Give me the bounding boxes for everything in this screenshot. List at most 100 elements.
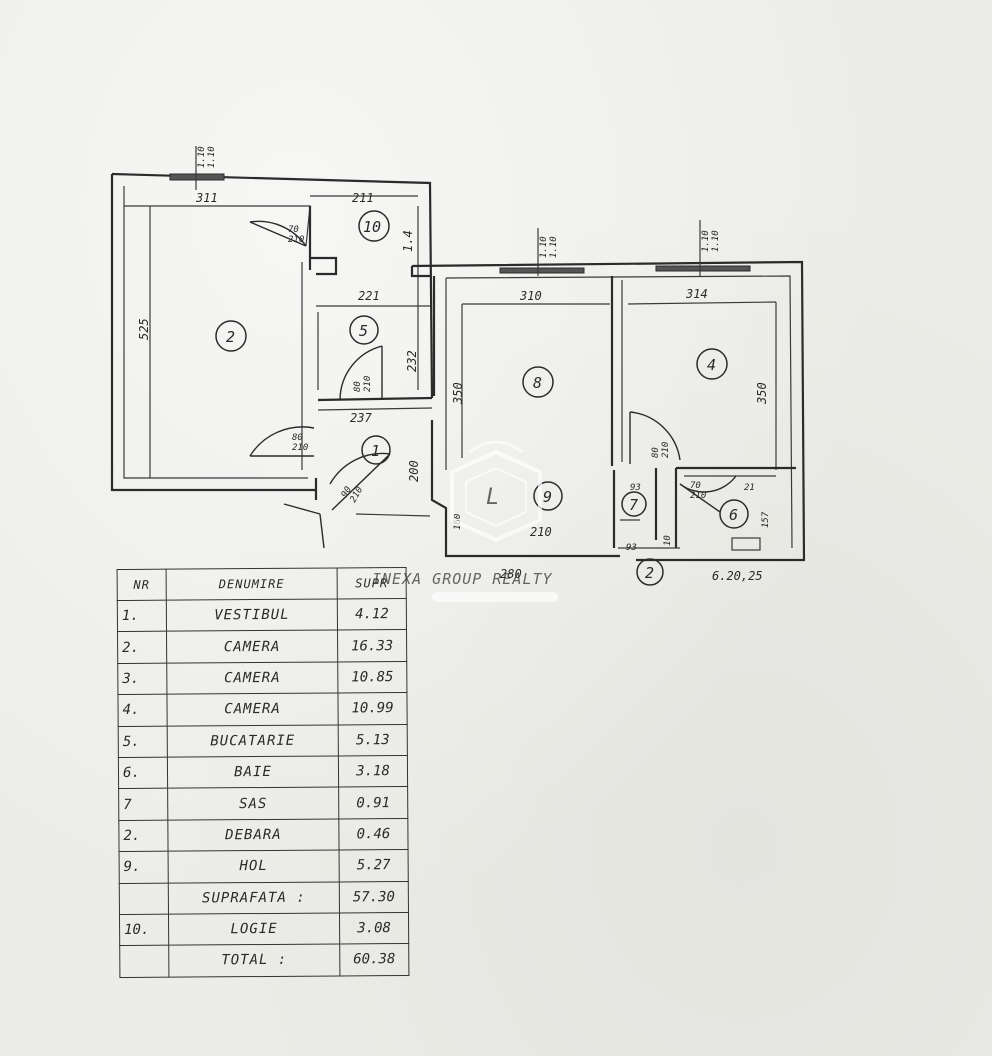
room-marker-9 <box>533 481 563 511</box>
window-ticks <box>195 146 701 276</box>
room-marker-5 <box>349 315 379 345</box>
svg-text:6: 6 <box>729 506 738 524</box>
svg-text:200: 200 <box>407 460 421 482</box>
window-right <box>655 265 751 272</box>
room-name: HOL <box>168 850 340 883</box>
row-number: 4. <box>117 694 168 727</box>
window-middle <box>499 267 585 274</box>
svg-text:9: 9 <box>543 488 552 506</box>
svg-text:21: 21 <box>744 483 755 493</box>
svg-text:4: 4 <box>707 356 716 374</box>
table-row-subtotal: SUPRAFATA : 57.30 <box>119 881 409 915</box>
room-name: CAMERA <box>166 661 338 695</box>
svg-text:8: 8 <box>533 374 542 392</box>
table-row: 6. BAIE 3.18 <box>118 755 408 789</box>
svg-text:237: 237 <box>350 411 372 425</box>
svg-text:311: 311 <box>195 191 218 205</box>
total-area: 60.38 <box>339 943 409 976</box>
column-header-area: SUPR <box>337 567 407 599</box>
subtotal-label: SUPRAFATA : <box>168 881 340 915</box>
svg-text:6.20,25: 6.20,25 <box>712 569 763 583</box>
room-marker-8 <box>522 366 554 398</box>
room-name: CAMERA <box>166 630 338 663</box>
right-part-walls <box>410 260 806 562</box>
svg-text:280: 280 <box>500 567 522 581</box>
table-row: 3. CAMERA 10.85 <box>117 661 407 695</box>
row-number: 3. <box>117 662 167 695</box>
room-area: 10.85 <box>337 661 407 694</box>
row-number: 9. <box>119 851 169 884</box>
svg-text:80210: 80210 <box>353 376 373 392</box>
room-area: 0.46 <box>338 818 409 851</box>
room-area: 16.33 <box>337 629 407 662</box>
row-number: 7 <box>118 788 168 821</box>
svg-text:93: 93 <box>626 543 637 553</box>
svg-text:5: 5 <box>359 322 368 340</box>
room-name: BUCATARIE <box>167 724 339 758</box>
table-row: 4. CAMERA 10.99 <box>117 692 408 727</box>
svg-text:210: 210 <box>530 525 552 539</box>
svg-text:1.101.10: 1.101.10 <box>197 146 217 168</box>
svg-text:350: 350 <box>451 382 465 405</box>
svg-text:232: 232 <box>405 350 419 372</box>
svg-text:80210: 80210 <box>651 442 671 458</box>
svg-text:INEXA GROUP REALTY: INEXA GROUP REALTY <box>372 570 553 588</box>
svg-text:1.101.10: 1.101.10 <box>539 236 559 258</box>
room-area: 0.91 <box>338 786 408 819</box>
room-marker-6 <box>719 499 749 529</box>
svg-text:221: 221 <box>358 289 380 303</box>
entry-walls <box>283 420 620 558</box>
table-row: 2. CAMERA 16.33 <box>117 629 407 664</box>
svg-text:7: 7 <box>629 496 638 514</box>
room-marker-2-debara <box>636 558 664 586</box>
room-marker-7 <box>621 491 647 517</box>
room-area: 3.18 <box>338 755 408 788</box>
agency-watermark-logo: L INEXA GROUP REALTY <box>372 440 558 602</box>
svg-text:2: 2 <box>645 564 654 582</box>
svg-text:157: 157 <box>761 511 771 528</box>
svg-text:2: 2 <box>226 328 235 346</box>
room-marker-2 <box>215 320 247 352</box>
room-area: 10.99 <box>337 692 408 725</box>
svg-text:10: 10 <box>363 218 381 236</box>
svg-text:525: 525 <box>137 318 151 340</box>
room-area: 5.27 <box>339 849 409 882</box>
row-number: 1. <box>117 600 167 632</box>
row-number: 5. <box>118 725 168 758</box>
window-left <box>169 173 225 181</box>
svg-text:90210: 90210 <box>340 480 365 504</box>
subtotal-area: 57.30 <box>339 881 409 913</box>
room-marker-10 <box>358 210 390 242</box>
svg-text:1.4: 1.4 <box>401 230 415 252</box>
svg-text:1.101.10: 1.101.10 <box>701 230 721 252</box>
room-name: SAS <box>167 787 339 820</box>
room-name: CAMERA <box>166 693 339 726</box>
svg-text:350: 350 <box>755 382 769 405</box>
row-number: 2. <box>117 631 167 664</box>
svg-text:L: L <box>486 485 499 510</box>
room-marker-1 <box>361 435 391 465</box>
table-row: 5. BUCATARIE 5.13 <box>118 724 408 758</box>
column-header-nr: NR <box>117 569 167 601</box>
svg-text:211: 211 <box>352 191 374 205</box>
room-schedule-table: NR DENUMIRE SUPR 1. VESTIBUL 4.12 2. CAM… <box>117 567 410 978</box>
left-wing-walls <box>110 172 434 492</box>
svg-text:80210: 80210 <box>292 433 308 453</box>
row-number <box>119 945 169 978</box>
column-header-name: DENUMIRE <box>166 567 338 601</box>
room-name: LOGIE <box>168 912 340 946</box>
room-name: VESTIBUL <box>166 598 338 632</box>
table-row: 7 SAS 0.91 <box>118 786 408 821</box>
row-number: 2. <box>118 819 169 852</box>
room-marker-4 <box>696 348 728 380</box>
room-area: 3.08 <box>339 912 409 945</box>
table-row: 1. VESTIBUL 4.12 <box>117 598 407 632</box>
svg-text:314: 314 <box>685 287 708 301</box>
table-header-row: NR DENUMIRE SUPR <box>117 567 407 601</box>
svg-text:10: 10 <box>663 535 673 546</box>
room-area: 4.12 <box>337 598 407 631</box>
room-name: DEBARA <box>167 818 340 852</box>
row-number <box>119 882 169 915</box>
